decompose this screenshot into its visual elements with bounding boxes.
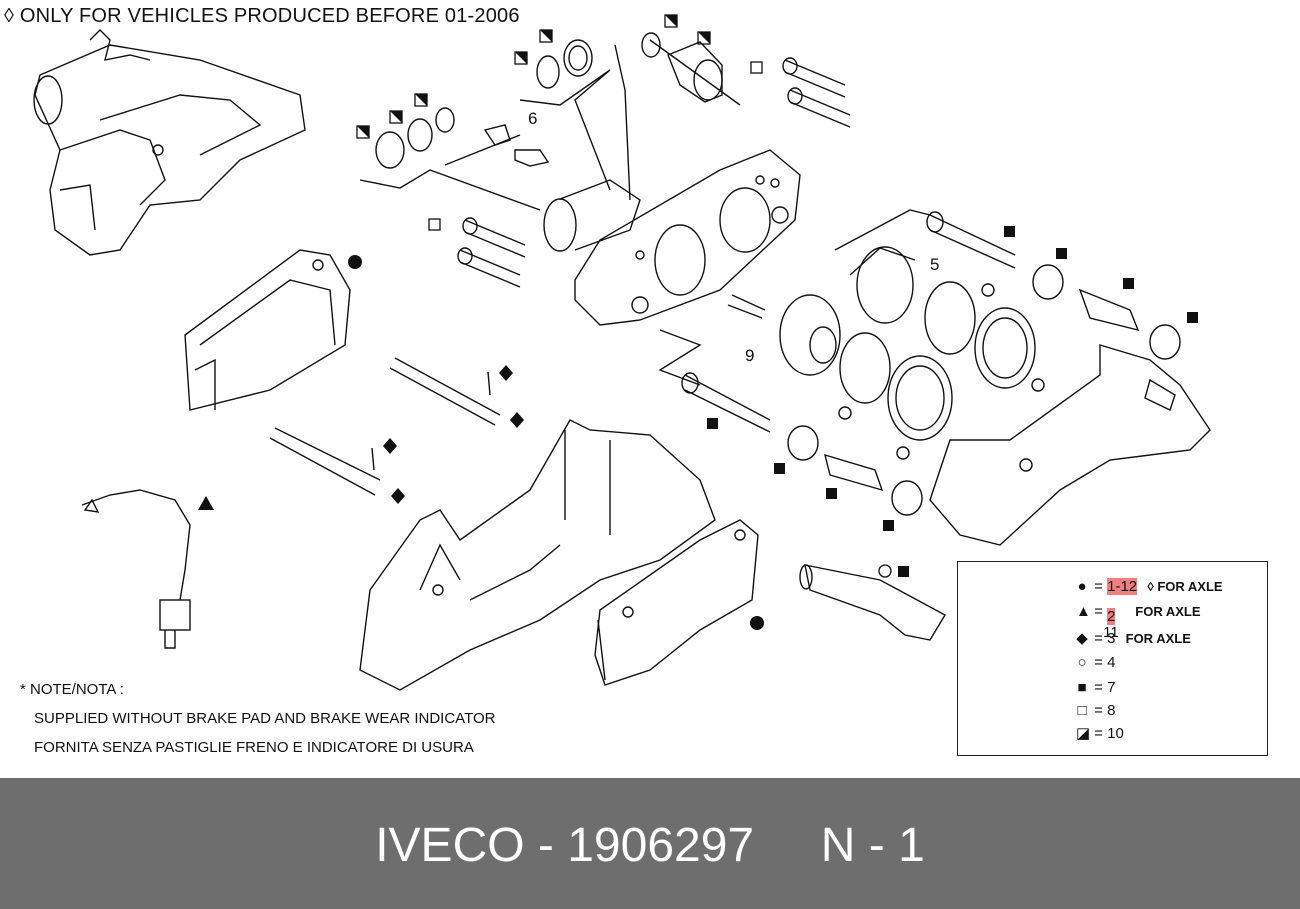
brake-pad-left [184,249,351,411]
filled-diamond-icon [510,412,524,428]
half-square-icon [356,125,370,139]
half-square-icon [357,126,369,138]
legend-box: ● = 1-12 ◊ FOR AXLE ▲ = 2 11 FOR AXLE ◆ … [957,561,1268,756]
leader-lines [359,39,741,211]
filled-square-icon [826,488,837,499]
legend-equals: = [1094,679,1103,696]
legend-equals: = [1094,654,1103,671]
part-number-label: IVECO - 1906297 N - 1 [375,819,925,872]
filled-square-icon [898,566,909,577]
legend-value: 8 [1107,702,1116,719]
half-square-icon [515,52,527,64]
note-line-italian: FORNITA SENZA PASTIGLIE FRENO E INDICATO… [34,739,474,756]
callout-six: 6 [528,109,537,128]
legend-value: 1-12 [1107,578,1138,595]
part-number-footer: IVECO - 1906297 N - 1 [0,778,1300,909]
half-square-icon [665,15,677,27]
legend-value: 3 [1107,630,1116,647]
caliper-body [543,149,931,386]
grease-tube [799,564,946,641]
legend-value: 7 [1107,679,1116,696]
carrier-bottom [359,419,716,691]
legend-row-triangle: ▲ = 2 11 FOR AXLE [1076,603,1201,641]
pistons [779,246,1045,460]
filled-diamond-icon [391,488,405,504]
half-square-icon [664,14,678,28]
half-square-icon [540,30,552,42]
legend-suffix: FOR AXLE [1135,604,1201,619]
carrier-right [929,344,1211,546]
open-square-icon: □ [1077,702,1087,719]
legend-row-open-square: □ = 8 [1076,702,1115,722]
legend-value: 2 [1107,608,1116,625]
filled-circle-icon: ● [1077,578,1087,595]
filled-circle-icon [750,616,764,630]
callout-nine: 9 [745,346,754,365]
filled-square-icon [1187,312,1198,323]
symbol-markers-outline [356,14,892,578]
open-square-icon [428,218,441,231]
note-line-english: SUPPLIED WITHOUT BRAKE PAD AND BRAKE WEA… [34,710,496,727]
half-square-icon [698,32,710,44]
filled-square-icon [1123,278,1134,289]
guide-bolts [681,211,1016,433]
bushings [787,264,1181,516]
filled-square-icon: ■ [1077,679,1087,696]
filled-diamond-icon: ◆ [1076,630,1088,647]
legend-equals: = [1094,603,1103,620]
half-square-icon [514,51,528,65]
legend-suffix: FOR AXLE [1125,631,1191,646]
legend-suffix: ◊ FOR AXLE [1147,579,1223,594]
legend-row-circle: ● = 1-12 ◊ FOR AXLE [1076,578,1223,598]
seal-rings [375,32,723,169]
filled-square-icon [883,520,894,531]
parts-diagram: 6 5 9 ◊ ONLY FOR VEHICLES PRODUCED BEFOR… [4,5,1268,756]
filled-square-icon [1004,226,1015,237]
legend-equals: = [1094,702,1103,719]
half-square-icon [390,111,402,123]
legend-value: 4 [1107,654,1116,671]
legend-equals: = [1094,578,1103,595]
open-square-icon [750,61,763,74]
half-square-icon [415,94,427,106]
production-date-note: ◊ ONLY FOR VEHICLES PRODUCED BEFORE 01-2… [4,5,520,27]
caliper-assembly-small [33,29,306,256]
bolts-top [457,57,851,288]
filled-circle-icon [348,255,362,269]
legend-row-diamond: ◆ = 3 FOR AXLE [1076,629,1191,649]
pins [269,357,501,496]
legend-row-open-circle: ○ = 4 [1076,654,1115,674]
filled-triangle-icon [198,496,214,510]
filled-diamond-icon [499,365,513,381]
half-square-icon [389,110,403,124]
half-square-icon: ◪ [1076,725,1091,742]
open-circle-icon [878,564,892,578]
half-square-icon [414,93,428,107]
legend-equals: = [1094,725,1103,742]
half-square-icon [539,29,553,43]
filled-square-icon [707,418,718,429]
symbol-markers [198,15,1198,630]
filled-diamond-icon [383,438,397,454]
filled-square-icon [774,463,785,474]
callout-five: 5 [930,255,939,274]
filled-triangle-icon: ▲ [1076,603,1091,620]
open-circle-icon: ○ [1077,654,1087,671]
note-title: * NOTE/NOTA : [20,681,124,698]
legend-subvalue: 11 [1103,624,1119,641]
legend-row-half-square: ◪ = 10 [1076,724,1124,744]
half-square-icon [697,31,711,45]
legend-equals: = [1094,630,1103,647]
filled-square-icon [1056,248,1067,259]
brake-pad-right [594,519,759,686]
legend-value: 10 [1107,725,1124,742]
wear-sensor-cable [81,489,191,649]
legend-row-filled-square: ■ = 7 [1076,679,1115,699]
